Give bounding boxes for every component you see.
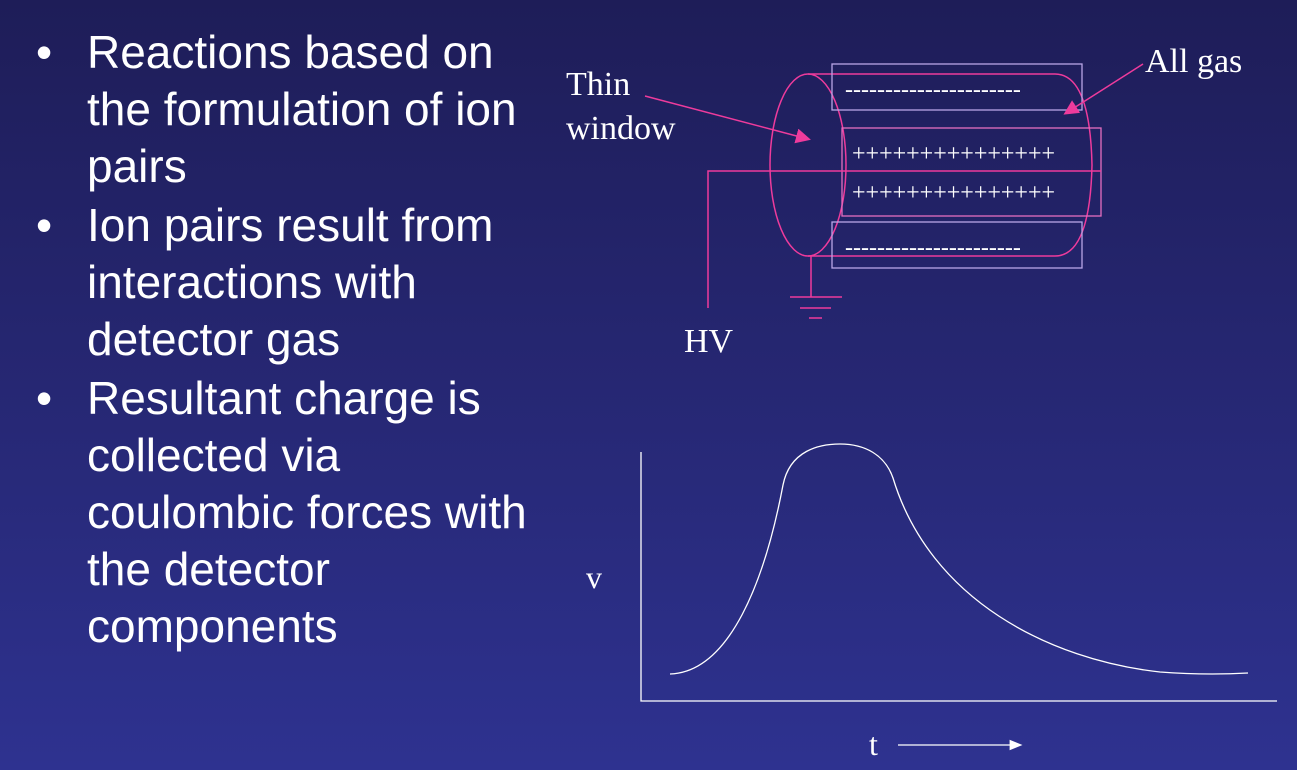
ground-icon [790, 256, 842, 319]
hv-label: HV [684, 323, 734, 360]
negative-charges: ---------------------- [845, 235, 1021, 261]
bullet-item: •Reactions based on the formulation of i… [36, 26, 517, 192]
pulse-graph: v t [586, 443, 1277, 762]
anode [841, 127, 1102, 217]
negative-charges: ---------------------- [845, 77, 1021, 103]
all-gas-label: All gas [1145, 43, 1242, 80]
cathode-bottom [831, 221, 1083, 269]
y-axis-label: v [586, 559, 602, 595]
graph-axes [640, 452, 1277, 702]
hv-wire [707, 170, 1101, 308]
x-axis-label: t [869, 726, 878, 762]
bullet-item: •Ion pairs result from interactions with… [36, 199, 494, 365]
thin-window-label: window [566, 110, 676, 147]
positive-charges: +++++++++++++++ [852, 141, 1055, 167]
bullet-item: •Resultant charge is collected via coulo… [36, 372, 527, 652]
thin-window-arrow [644, 95, 811, 144]
positive-charges: +++++++++++++++ [852, 180, 1055, 206]
all-gas-arrow [1063, 63, 1144, 115]
cylinder [769, 73, 1093, 257]
thin-window-label: Thin [566, 66, 630, 103]
cathode-top [831, 63, 1083, 111]
bullet-list: •Reactions based on the formulation of i… [30, 24, 550, 657]
pulse-curve [669, 443, 1249, 675]
